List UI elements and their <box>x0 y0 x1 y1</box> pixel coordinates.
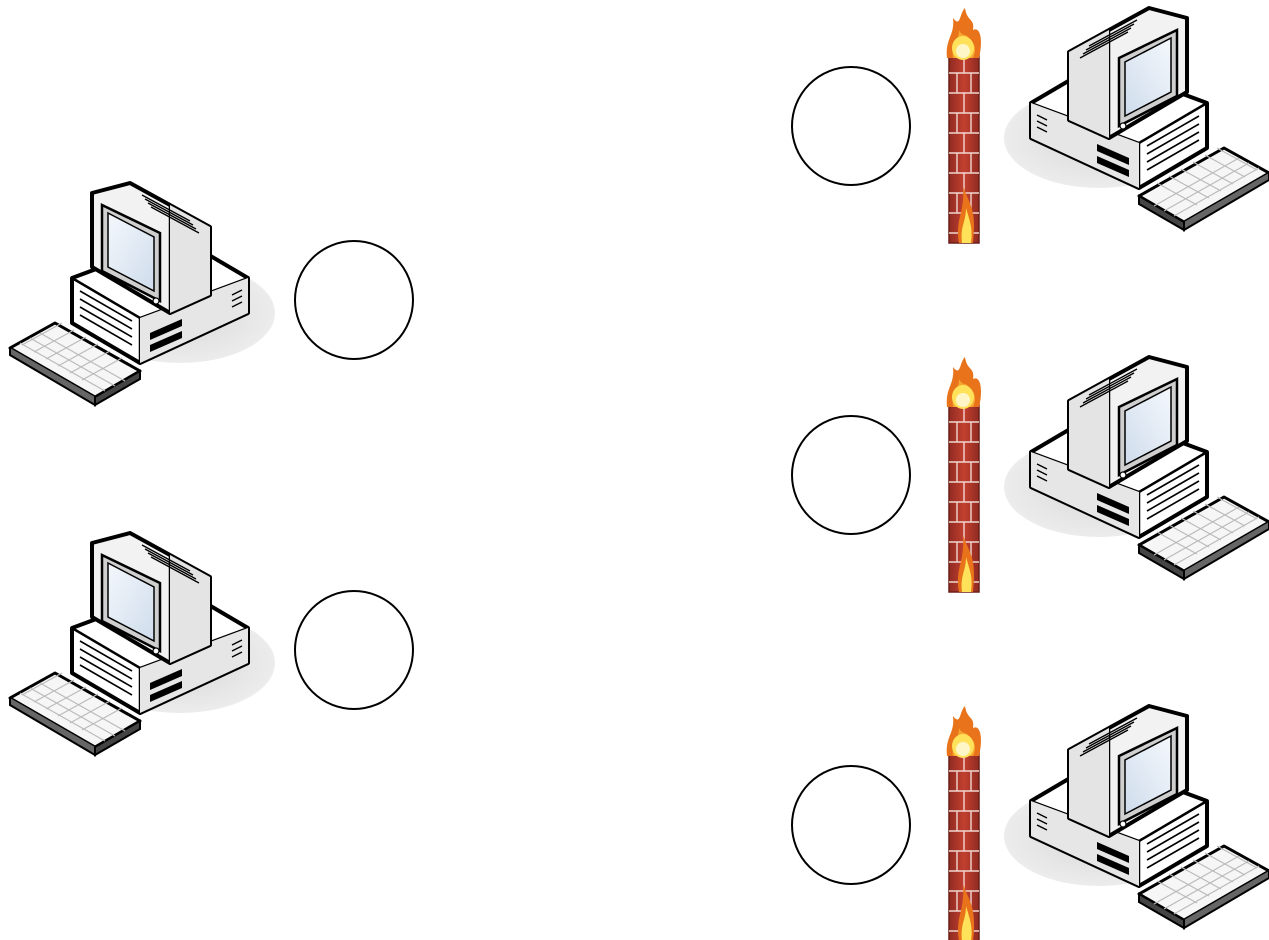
firewall-icon <box>945 7 982 244</box>
left-host-1-group <box>8 181 414 407</box>
circle-node <box>791 765 911 885</box>
firewall-icon <box>945 356 982 593</box>
desktop-computer-icon <box>1002 355 1269 581</box>
right-host-3-group <box>791 704 1269 940</box>
circle-node <box>294 240 414 360</box>
desktop-computer-icon <box>1002 704 1269 930</box>
right-host-1-group <box>791 6 1269 244</box>
circle-node <box>791 415 911 535</box>
desktop-computer-icon <box>1002 6 1269 232</box>
left-host-2-group <box>8 531 414 757</box>
circle-node <box>294 590 414 710</box>
desktop-computer-icon <box>8 181 277 407</box>
desktop-computer-icon <box>8 531 277 757</box>
circle-node <box>791 66 911 186</box>
right-host-2-group <box>791 355 1269 593</box>
firewall-icon <box>945 705 982 940</box>
